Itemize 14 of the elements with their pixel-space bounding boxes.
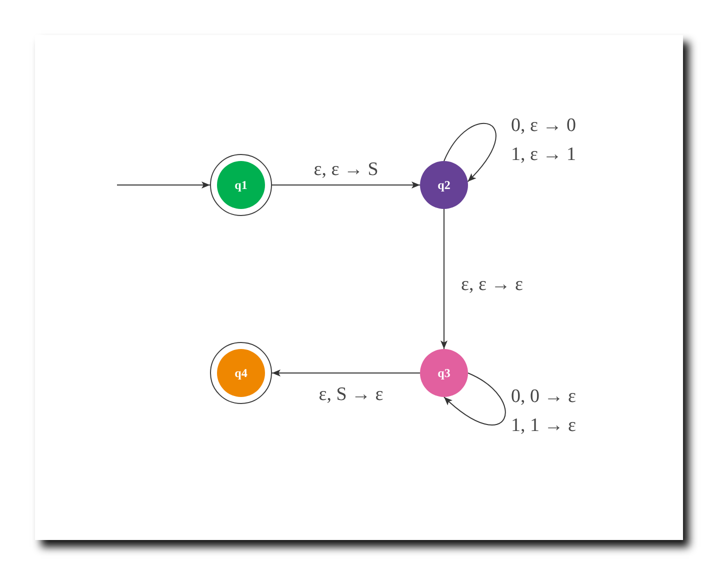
state-circle bbox=[420, 349, 468, 397]
transition-label: ε, ε → S bbox=[312, 159, 380, 181]
state-name: q4 bbox=[234, 366, 248, 380]
transition-arrow bbox=[440, 208, 448, 350]
transition-label: ε, S → ε bbox=[316, 384, 386, 406]
state-name: q2 bbox=[438, 178, 450, 192]
state-name: q3 bbox=[438, 366, 450, 380]
state-circle bbox=[420, 161, 468, 209]
self-loop-arrow bbox=[444, 122, 496, 182]
transition-arrow bbox=[272, 370, 420, 376]
self-loop-arrow bbox=[444, 372, 506, 426]
start-arrow bbox=[116, 182, 210, 188]
state-name: q1 bbox=[234, 178, 248, 192]
transition-arrow bbox=[272, 182, 420, 188]
